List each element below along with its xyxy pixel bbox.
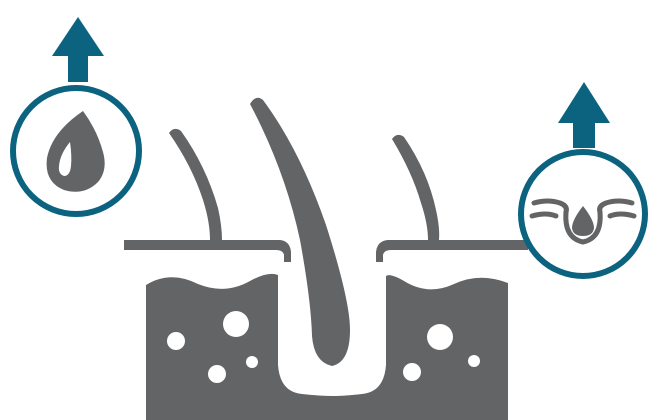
cell: [208, 365, 226, 383]
cell: [468, 355, 480, 367]
tissue-right: [333, 275, 508, 420]
cell: [427, 324, 453, 350]
oil-increase-callout: [13, 17, 139, 214]
skin-surface-right: [376, 240, 528, 262]
cell: [167, 332, 185, 350]
skin-surface-left: [124, 240, 291, 262]
tissue-base: [146, 405, 508, 420]
cell: [403, 363, 421, 381]
hair-left: [169, 129, 222, 240]
skin-cross-section: [124, 98, 528, 420]
cell: [246, 356, 258, 368]
up-arrow-icon: [52, 17, 104, 82]
cell: [223, 311, 249, 337]
hair-right: [392, 135, 439, 240]
up-arrow-icon: [558, 82, 610, 148]
pore-increase-callout: [521, 82, 645, 276]
